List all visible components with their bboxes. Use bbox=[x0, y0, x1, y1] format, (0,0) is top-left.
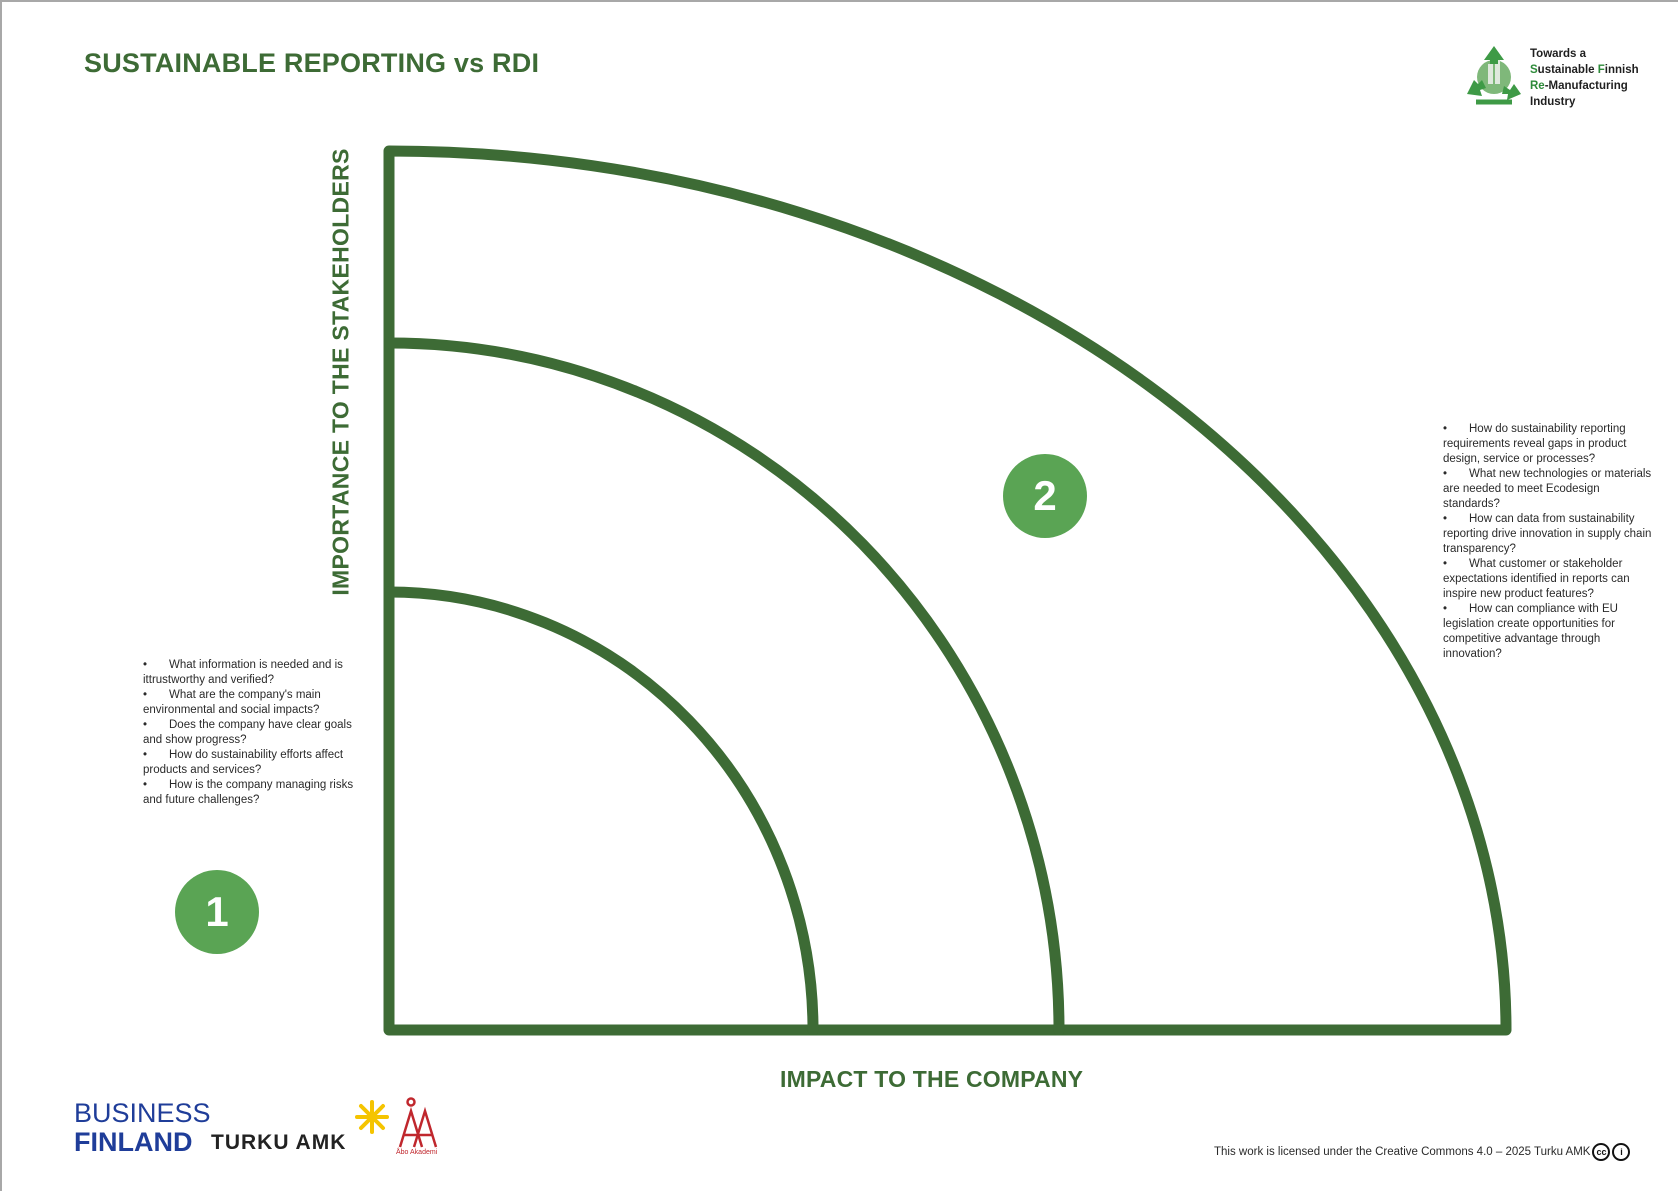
list-item: •How can compliance with EU legislation … bbox=[1443, 603, 1618, 660]
partner-logos: BUSINESS FINLAND TURKU AMK Åbo Akademi bbox=[74, 1097, 474, 1159]
question-text: Does the company have clear goals and sh… bbox=[143, 719, 352, 746]
business-finland-line-1: BUSINESS bbox=[74, 1098, 211, 1128]
zone-1-questions: •What information is needed and is ittru… bbox=[143, 658, 365, 808]
abo-akademi-logo-icon bbox=[398, 1097, 438, 1148]
question-text: How do sustainability efforts affect pro… bbox=[143, 749, 344, 776]
list-item: •What new technologies or materials are … bbox=[1443, 468, 1652, 510]
logo-line-3-re: Re bbox=[1530, 80, 1545, 92]
creative-commons-icon: cc bbox=[1592, 1143, 1611, 1161]
logo-line-1: Towards a bbox=[1530, 48, 1587, 60]
abo-akademi-name: Åbo Akademi bbox=[396, 1149, 438, 1156]
license-notice: This work is licensed under the Creative… bbox=[1214, 1143, 1631, 1161]
question-text: How can compliance with EU legislation c… bbox=[1443, 603, 1618, 660]
logo-line-4: Industry bbox=[1530, 96, 1576, 108]
list-item: •How do sustainability reporting require… bbox=[1443, 423, 1627, 465]
turku-amk-logo: TURKU AMK bbox=[211, 1131, 347, 1154]
question-text: How is the company managing risks and fu… bbox=[143, 779, 354, 806]
zone-2-badge: 2 bbox=[1003, 454, 1087, 538]
attribution-icon: i bbox=[1612, 1143, 1631, 1161]
list-item: •What information is needed and is ittru… bbox=[143, 659, 343, 686]
page-title: SUSTAINABLE REPORTING vs RDI bbox=[84, 48, 540, 78]
question-text: What are the company's main environmenta… bbox=[143, 689, 321, 716]
project-logo: Towards a Sustainable Finnish Re-Manufac… bbox=[1462, 44, 1672, 110]
question-text: What new technologies or materials are n… bbox=[1443, 468, 1652, 510]
question-text: What customer or stakeholder expectation… bbox=[1443, 558, 1630, 600]
logo-line-2-s: S bbox=[1530, 64, 1538, 76]
project-logo-text: Towards a Sustainable Finnish Re-Manufac… bbox=[1530, 46, 1639, 110]
question-text: How can data from sustainability reporti… bbox=[1443, 513, 1652, 555]
middle-arc bbox=[383, 337, 1065, 1036]
question-text: What information is needed and is ittrus… bbox=[143, 659, 343, 686]
list-item: •What are the company's main environment… bbox=[143, 689, 321, 716]
logo-line-3: Re-Manufacturing bbox=[1530, 78, 1639, 94]
license-text: This work is licensed under the Creative… bbox=[1214, 1146, 1591, 1158]
logo-line-2: Sustainable Finnish bbox=[1530, 62, 1639, 78]
turku-star-icon bbox=[355, 1100, 389, 1134]
x-axis-label: IMPACT TO THE COMPANY bbox=[780, 1066, 1084, 1092]
inner-arc bbox=[383, 586, 819, 1036]
list-item: •How can data from sustainability report… bbox=[1443, 513, 1652, 555]
logo-line-2-end: innish bbox=[1604, 64, 1639, 76]
outer-arc bbox=[383, 145, 1512, 1036]
list-item: •How do sustainability efforts affect pr… bbox=[143, 749, 344, 776]
logo-line-2-rest: ustainable bbox=[1537, 64, 1598, 76]
business-finland-logo: BUSINESS FINLAND bbox=[74, 1099, 211, 1157]
list-item: •How is the company managing risks and f… bbox=[143, 779, 354, 806]
business-finland-line-2: FINLAND bbox=[74, 1127, 193, 1157]
zone-1-badge: 1 bbox=[175, 870, 259, 954]
question-text: How do sustainability reporting requirem… bbox=[1443, 423, 1627, 465]
logo-line-3-rest: -Manufacturing bbox=[1544, 80, 1628, 92]
list-item: •Does the company have clear goals and s… bbox=[143, 719, 352, 746]
recycle-gear-icon bbox=[1467, 46, 1521, 105]
zone-2-questions: •How do sustainability reporting require… bbox=[1443, 422, 1655, 662]
list-item: •What customer or stakeholder expectatio… bbox=[1443, 558, 1630, 600]
logo-line-2-f: F bbox=[1597, 64, 1605, 76]
y-axis-label: IMPORTANCE TO THE STAKEHOLDERS bbox=[327, 148, 354, 596]
